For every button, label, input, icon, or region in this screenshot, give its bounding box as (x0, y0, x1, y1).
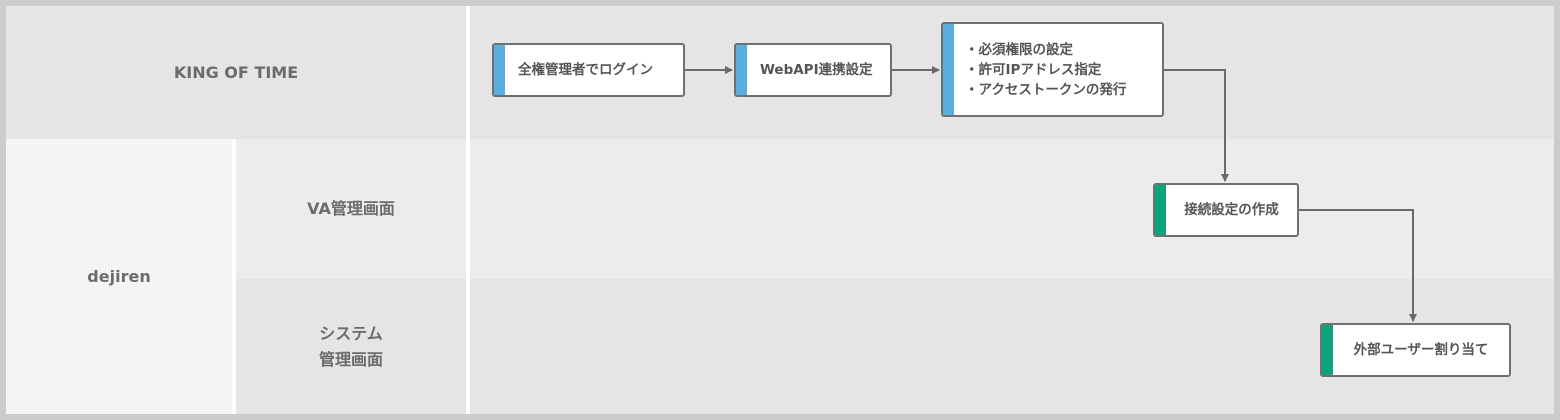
lane-label-king-of-time: KING OF TIME (6, 6, 466, 139)
lane-title: KING OF TIME (173, 62, 299, 82)
lane-title-line: 管理画面 (318, 349, 383, 369)
accent-bar (1322, 325, 1333, 375)
accent-bar (736, 45, 747, 95)
lane-title: dejiren (87, 266, 151, 286)
divider (466, 6, 470, 414)
step-assign-external-users[interactable]: 外部ユーザー割り当て (1320, 323, 1511, 377)
step-create-connection[interactable]: 接続設定の作成 (1153, 183, 1299, 237)
step-line: ・許可IPアドレス指定 (965, 61, 1102, 78)
arrow-settings-to-connection (1163, 69, 1229, 182)
step-webapi-settings[interactable]: WebAPI連携設定 (734, 43, 892, 97)
lane-title: VA管理画面 (307, 199, 395, 218)
lane-label-system-admin: システム管理画面 (236, 279, 466, 414)
divider (232, 139, 236, 414)
step-line: ・必須権限の設定 (965, 41, 1073, 58)
step-line: ・アクセストークンの発行 (965, 81, 1127, 98)
step-label: 外部ユーザー割り当て (1353, 342, 1489, 358)
step-admin-login[interactable]: 全権管理者でログイン (492, 43, 685, 97)
accent-bar (943, 24, 954, 115)
arrow-connection-to-assign (1298, 209, 1417, 322)
lane-label-va-admin: VA管理画面 (236, 139, 466, 279)
step-label: 接続設定の作成 (1184, 202, 1279, 218)
lane-label-dejiren: dejiren (6, 139, 232, 414)
lane-title-line: システム (319, 323, 383, 343)
step-label: WebAPI連携設定 (760, 62, 873, 78)
accent-bar (494, 45, 505, 95)
step-label: 全権管理者でログイン (518, 62, 653, 78)
step-api-configuration[interactable]: ・必須権限の設定 ・許可IPアドレス指定 ・アクセストークンの発行 (941, 22, 1164, 117)
accent-bar (1155, 185, 1166, 235)
